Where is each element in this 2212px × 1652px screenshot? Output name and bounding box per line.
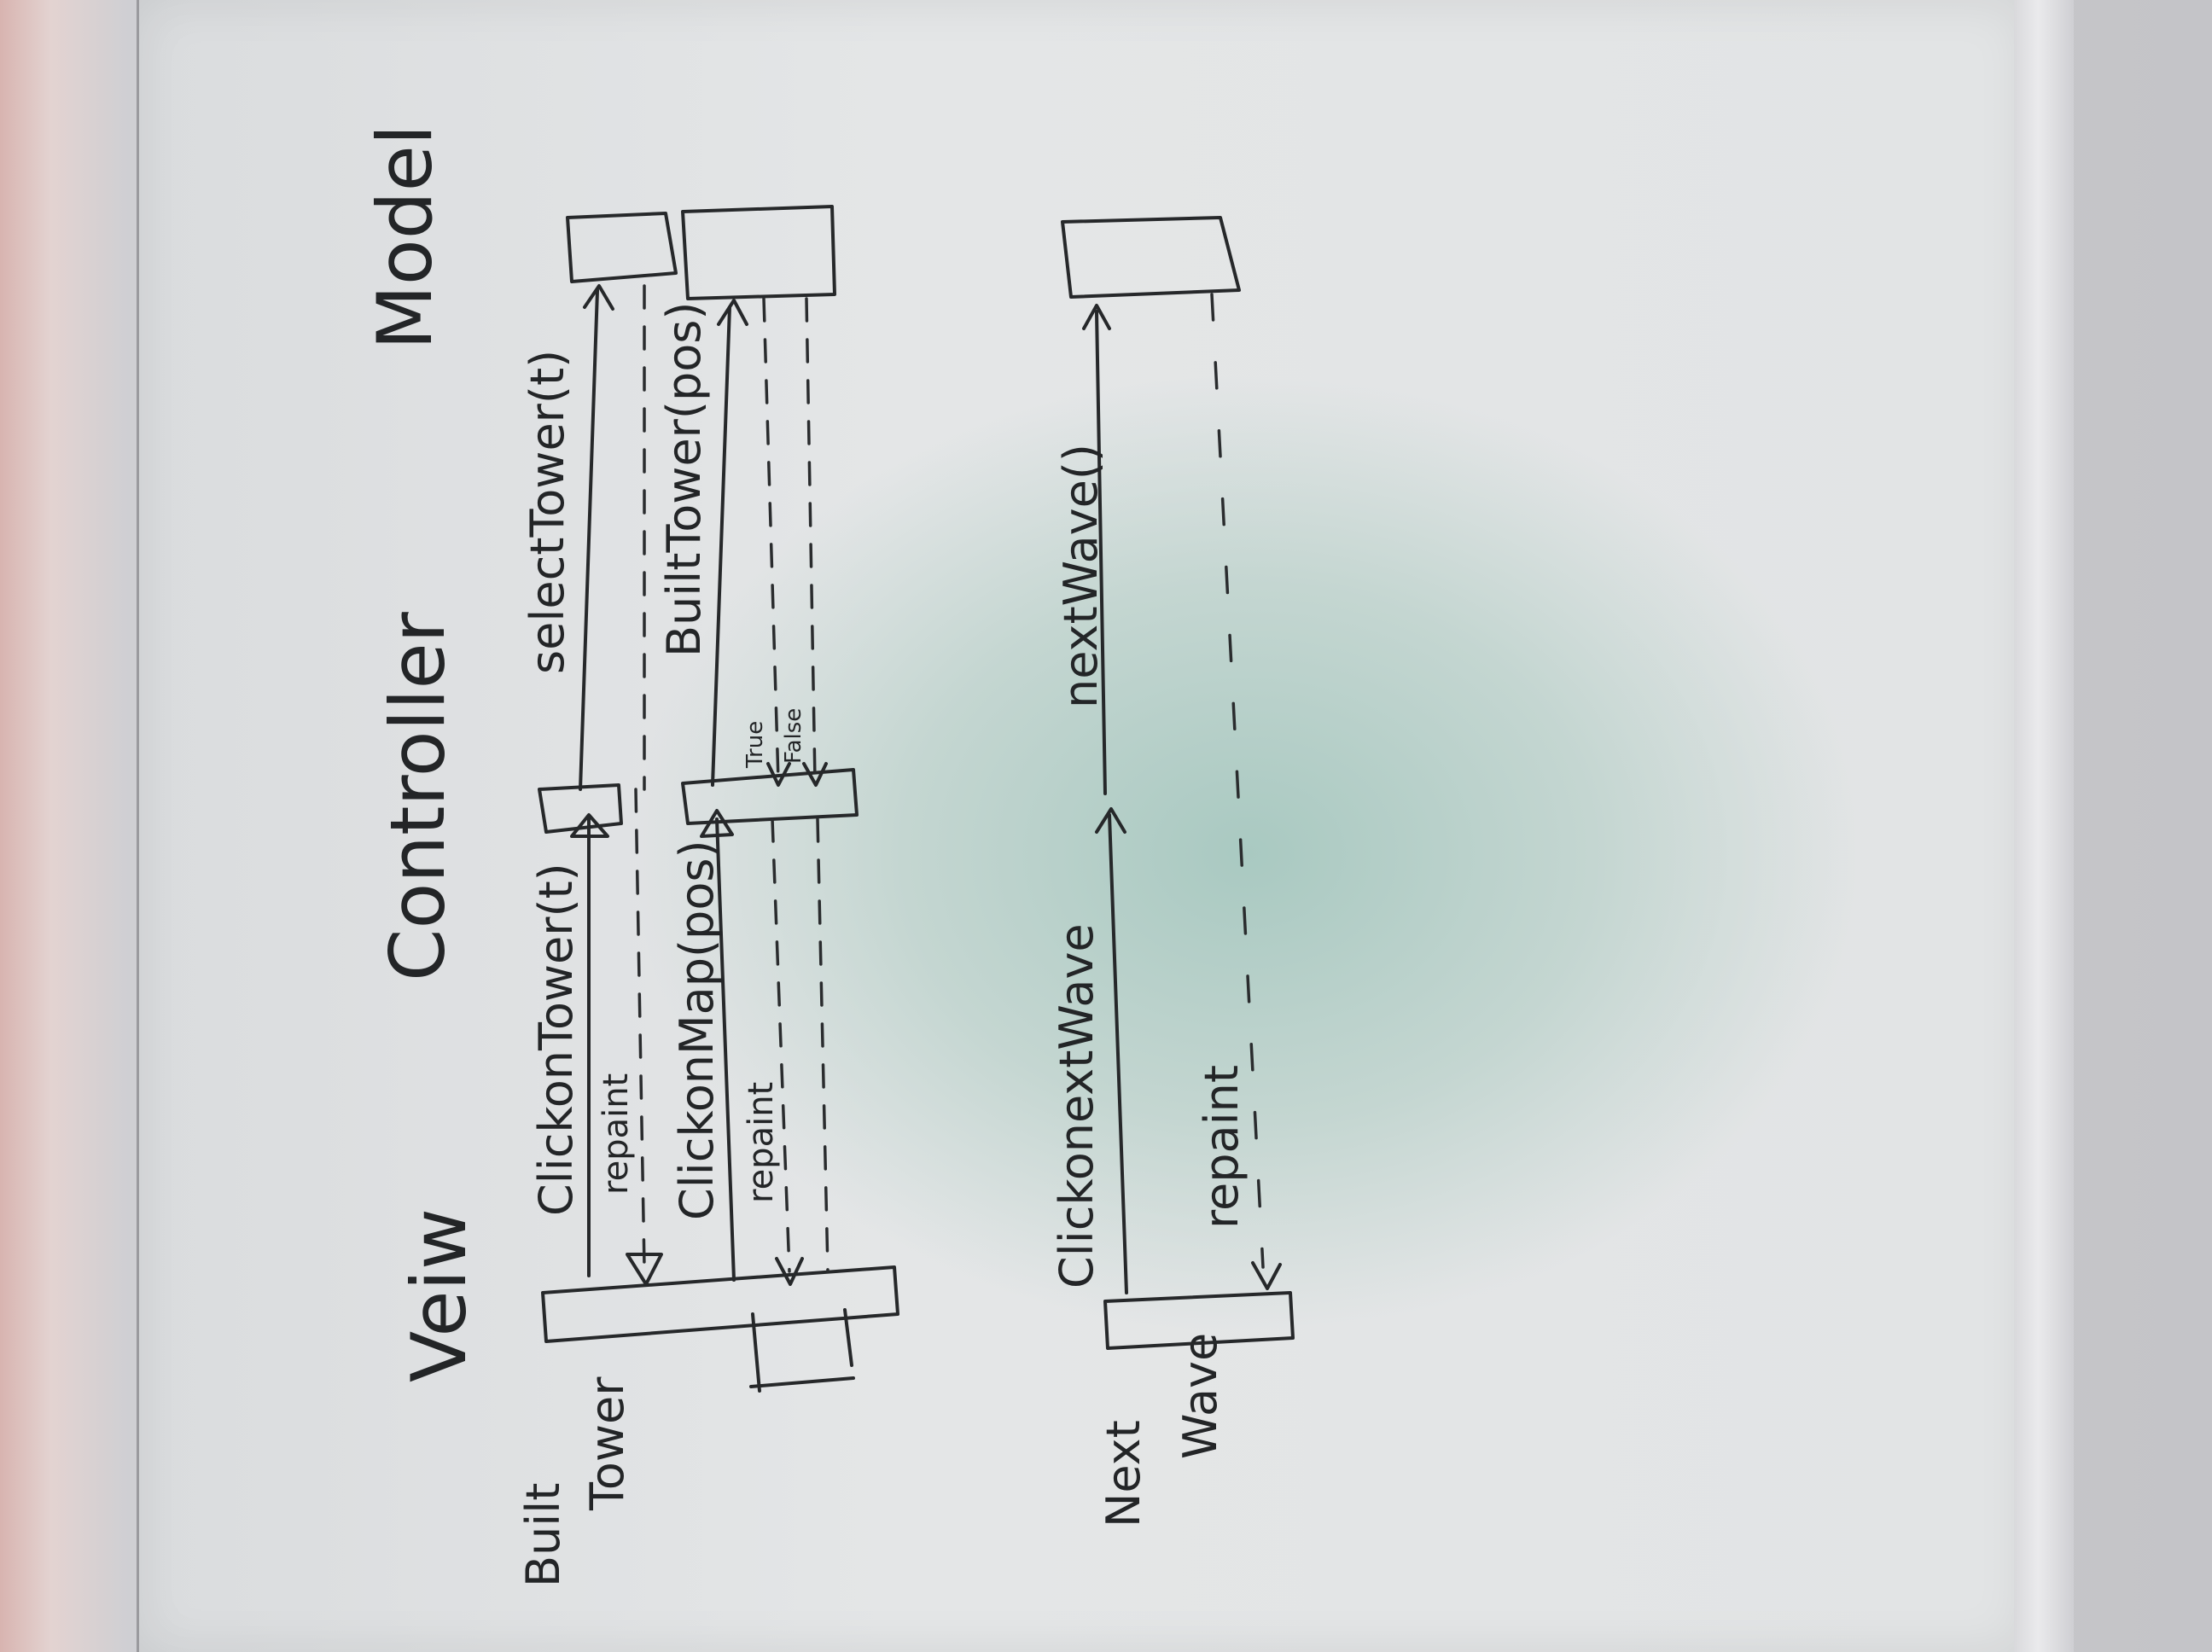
header-view: Veiw <box>395 1208 483 1382</box>
controller-activation-box-2 <box>681 768 859 825</box>
label-select-tower: selectTower(t) <box>521 350 574 674</box>
label-next-wave-call: nextWave() <box>1054 444 1108 708</box>
scenario-build-tower-line1: Built <box>516 1483 570 1587</box>
model-box-next-wave <box>1061 216 1241 299</box>
whiteboard <box>137 0 2030 1652</box>
arrow-built-tower <box>711 305 731 787</box>
label-repaint-1: repaint <box>597 1073 636 1195</box>
arrow-repaint-2 <box>771 817 791 1273</box>
whiteboard-edge <box>2014 0 2074 1652</box>
return-false-to-view <box>816 817 830 1273</box>
label-click-next-wave: ClickonextWave <box>1050 923 1103 1288</box>
model-box-1 <box>566 212 678 283</box>
arrow-repaint-1 <box>634 788 646 1269</box>
model-box-2 <box>681 205 836 300</box>
label-false: False <box>781 708 806 764</box>
arrowhead-repaint-3 <box>1251 1261 1282 1290</box>
arrowhead-click-on-map <box>700 809 734 838</box>
return-false <box>805 297 817 782</box>
arrowhead-built-tower <box>717 299 748 326</box>
scenario-next-wave-line2: Wave <box>1173 1333 1227 1459</box>
return-next-wave <box>1210 293 1265 1269</box>
arrowhead-next-wave-call <box>1082 304 1111 330</box>
label-repaint-2: repaint <box>742 1082 781 1203</box>
return-true <box>762 297 780 782</box>
label-true: True <box>742 721 768 769</box>
scenario-next-wave-line1: Next <box>1097 1420 1150 1527</box>
label-click-on-tower: ClickonTower(t) <box>529 863 583 1216</box>
arrowhead-repaint-1 <box>626 1253 663 1286</box>
arrowhead-true <box>766 762 791 787</box>
header-model: Model <box>361 125 449 350</box>
arrow-click-on-map <box>715 817 736 1282</box>
scenario-build-tower-line2: Tower <box>580 1376 634 1511</box>
view-lifeline-bottom <box>749 1376 855 1388</box>
label-click-on-map: ClickonMap(pos) <box>670 840 724 1220</box>
view-activation-box-build <box>541 1265 899 1343</box>
controller-activation-box-1 <box>538 783 623 834</box>
arrowhead-select-tower <box>583 284 614 311</box>
arrowhead-click-on-tower <box>570 813 609 838</box>
arrowhead-click-next-wave <box>1095 807 1126 834</box>
arrow-click-next-wave <box>1108 813 1128 1294</box>
arrowhead-false <box>802 762 828 787</box>
view-activation-box-next-wave <box>1103 1291 1295 1350</box>
arrow-select-tower <box>579 288 599 791</box>
view-lifeline-tail-2 <box>843 1308 853 1367</box>
label-repaint-3: repaint <box>1195 1065 1249 1229</box>
arrowhead-repaint-2 <box>775 1257 804 1286</box>
arrow-next-wave-call <box>1095 310 1107 795</box>
view-lifeline-tail-1 <box>751 1312 761 1393</box>
header-controller: Controller <box>374 611 462 981</box>
label-built-tower: BuiltTower(pos) <box>657 302 711 657</box>
